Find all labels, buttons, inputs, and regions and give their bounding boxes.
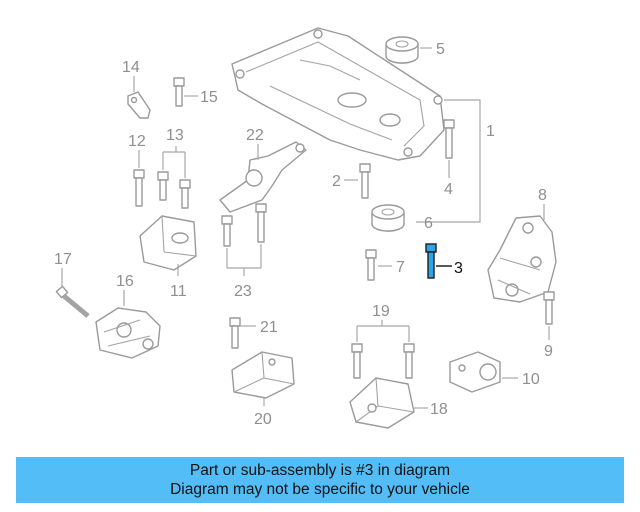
- callout-15: 15: [200, 89, 218, 106]
- bolt-part-15[interactable]: [173, 77, 185, 107]
- mount-part-10[interactable]: [449, 351, 501, 393]
- mount-part-18[interactable]: [349, 377, 415, 429]
- callout-21: 21: [260, 319, 278, 336]
- callout-10: 10: [522, 371, 540, 388]
- bushing-part-6[interactable]: [371, 204, 405, 232]
- callout-5: 5: [436, 41, 445, 58]
- callout-23: 23: [234, 283, 252, 300]
- callout-9: 9: [544, 343, 553, 360]
- leader-23: [226, 244, 262, 276]
- parts-diagram: 1 5 6 4 2 3 7: [54, 27, 557, 429]
- bolt-part-9[interactable]: [543, 291, 555, 325]
- mount-part-11[interactable]: [139, 215, 197, 271]
- bolt-pair-part-13[interactable]: [157, 171, 191, 209]
- callout-11: 11: [170, 283, 187, 300]
- info-banner: Part or sub-assembly is #3 in diagram Di…: [16, 457, 624, 503]
- callout-2: 2: [332, 173, 341, 190]
- banner-line-1: Part or sub-assembly is #3 in diagram: [189, 462, 451, 479]
- leader-1: [416, 99, 481, 223]
- callout-22: 22: [246, 127, 264, 144]
- banner-line-2: Diagram may not be specific to your vehi…: [170, 481, 470, 498]
- callout-20: 20: [254, 411, 272, 428]
- bushing-part-5[interactable]: [385, 36, 419, 64]
- callout-3: 3: [454, 260, 463, 277]
- bolt-part-12[interactable]: [133, 169, 145, 207]
- callout-12: 12: [128, 133, 146, 150]
- bolt-part-7[interactable]: [365, 249, 377, 281]
- bolt-part-2[interactable]: [359, 163, 371, 199]
- leader-19: [356, 320, 410, 342]
- bolt-part-21[interactable]: [229, 317, 241, 349]
- bolt-pair-part-19[interactable]: [351, 343, 415, 379]
- bolt-pair-part-23[interactable]: [221, 203, 267, 247]
- bracket-part-8[interactable]: [487, 215, 557, 303]
- callout-18: 18: [430, 401, 448, 418]
- callout-13: 13: [166, 127, 184, 144]
- callout-14: 14: [122, 59, 140, 76]
- callout-17: 17: [54, 251, 72, 268]
- bolt-part-17[interactable]: [55, 285, 90, 318]
- callout-7: 7: [396, 259, 405, 276]
- bolt-part-4[interactable]: [443, 119, 455, 159]
- callout-4: 4: [444, 181, 453, 198]
- bolt-part-3[interactable]: [425, 243, 437, 279]
- callout-8: 8: [538, 187, 547, 204]
- mount-assembly-part-16[interactable]: [95, 307, 161, 359]
- mount-part-20[interactable]: [231, 351, 295, 399]
- leader-13: [162, 146, 186, 178]
- bracket-part-14[interactable]: [127, 91, 151, 119]
- callout-1: 1: [486, 123, 495, 140]
- callout-6: 6: [424, 215, 433, 232]
- subframe-part-1[interactable]: [231, 27, 445, 161]
- callout-19: 19: [372, 303, 390, 320]
- callout-16: 16: [116, 273, 134, 290]
- torque-arm-part-22[interactable]: [219, 141, 307, 213]
